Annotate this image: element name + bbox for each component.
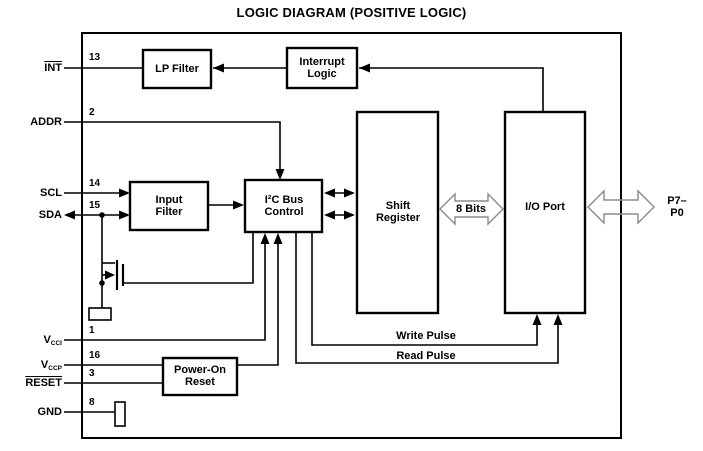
wire-inputfilter-i2c xyxy=(208,200,244,210)
pin-vccp-sub: CCP xyxy=(48,365,62,372)
pin-sda-label: SDA xyxy=(38,209,62,221)
pin-vccp-base: V xyxy=(40,359,49,371)
pin-sda-number: 15 xyxy=(89,200,101,211)
pin-vccp-label: VCCP xyxy=(2,358,62,372)
wire-i2c-shiftregister-bus xyxy=(324,188,355,220)
wire-scl xyxy=(64,188,130,198)
power-on-reset-label: Power-On Reset xyxy=(174,364,226,388)
interrupt-logic-block xyxy=(285,46,359,90)
wire-gnd xyxy=(64,401,126,427)
pin-vcci-label: VCCI xyxy=(2,333,62,347)
pin-scl-number: 14 xyxy=(89,178,101,189)
wire-poweronreset-i2c xyxy=(237,233,283,366)
pin-reset-text: RESET xyxy=(25,377,62,389)
wire-ioport-interruptlogic xyxy=(359,63,544,112)
pin-reset-number: 3 xyxy=(89,368,95,379)
write-pulse-label: Write Pulse xyxy=(396,330,456,342)
bits-bus-label: 8 Bits xyxy=(456,203,486,215)
pin-gnd-number: 8 xyxy=(89,397,95,408)
pin-addr-label: ADDR xyxy=(30,116,62,128)
pin-addr-number: 2 xyxy=(89,107,95,118)
lp-filter-label: LP Filter xyxy=(155,63,199,75)
pin-vcci-sub: CCI xyxy=(50,340,62,347)
wire-lpfilter-interruptlogic xyxy=(213,63,287,73)
wire-read-pulse xyxy=(295,232,563,364)
input-filter-label: Input Filter xyxy=(155,194,183,218)
bus-arrow-8bits xyxy=(439,192,504,226)
pin-int-number: 13 xyxy=(89,52,101,63)
pin-scl-label: SCL xyxy=(40,187,62,199)
pin-vccp-number: 16 xyxy=(89,350,101,361)
lp-filter-block xyxy=(141,48,213,90)
io-port-label: I/O Port xyxy=(525,201,565,213)
i2c-bus-control-label: I²C Bus Control xyxy=(264,194,304,218)
power-on-reset-block xyxy=(161,356,239,397)
pin-int-label: INT xyxy=(2,61,62,75)
wire-vcci xyxy=(64,233,270,341)
wire-sda xyxy=(64,210,130,220)
diagram-title: LOGIC DIAGRAM (POSITIVE LOGIC) xyxy=(236,5,467,20)
pin-int-text: INT xyxy=(44,62,62,74)
pin-vcci-base: V xyxy=(43,334,51,346)
sda-mosfet xyxy=(88,215,254,321)
gnd-terminal xyxy=(114,401,126,427)
io-port-block xyxy=(503,110,587,315)
sda-pullup-element xyxy=(88,307,112,321)
pin-vcci-number: 1 xyxy=(89,325,95,336)
pin-reset-label: RESET xyxy=(2,376,62,390)
i2c-bus-control-block xyxy=(243,178,324,234)
shift-register-label: Shift Register xyxy=(375,200,421,224)
interrupt-logic-label: Interrupt Logic xyxy=(299,56,345,80)
wire-write-pulse xyxy=(311,232,542,346)
device-boundary xyxy=(81,32,622,439)
read-pulse-label: Read Pulse xyxy=(396,350,456,362)
input-filter-block xyxy=(128,180,210,232)
shift-register-block xyxy=(355,110,440,315)
port-bus-label: P7–P0 xyxy=(667,195,687,219)
wire-addr xyxy=(64,121,285,180)
bus-arrow-p7-p0 xyxy=(587,189,655,225)
pin-gnd-label: GND xyxy=(37,406,62,418)
